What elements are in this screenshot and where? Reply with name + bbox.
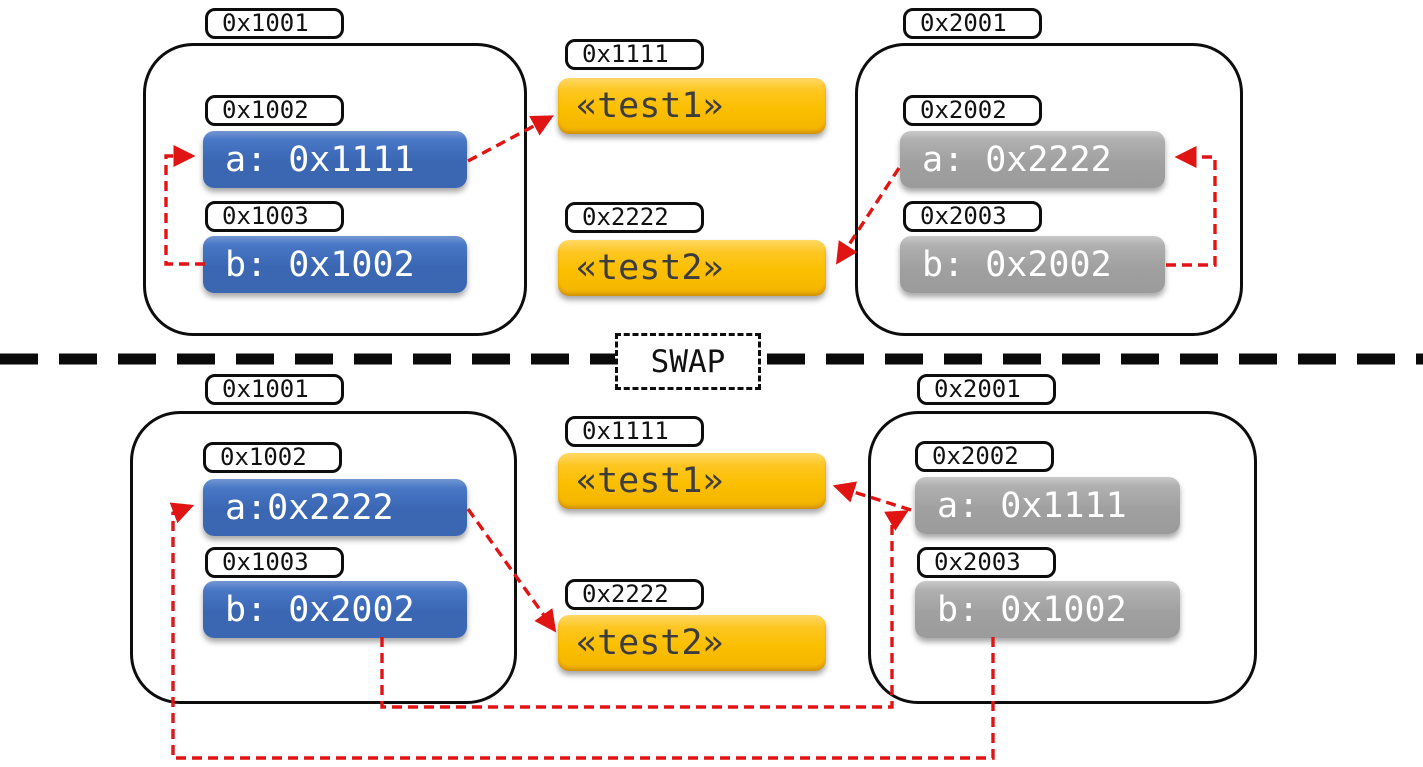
address-tab-slot-a-left-before: 0x1002 [205,95,344,126]
slot-a-right-after: a: 0x1111 [915,477,1180,534]
address-tab-slot-b-right-before: 0x2003 [903,201,1042,232]
address-tab-right-object-before: 0x2001 [903,8,1042,39]
address-tab-left-object-after: 0x1001 [205,374,344,405]
address-tab-slot-a-left-after: 0x1002 [203,442,342,473]
address-tab-string1-before: 0x1111 [565,39,704,70]
slot-b-right-after: b: 0x1002 [915,581,1180,638]
address-tab-slot-b-right-after: 0x2003 [917,547,1056,578]
address-tab-right-object-after: 0x2001 [917,374,1056,405]
address-tab-slot-b-left-before: 0x1003 [205,201,344,232]
slot-a-left-after: a:0x2222 [203,479,467,536]
address-tab-slot-a-right-before: 0x2002 [903,95,1042,126]
string-box-test1-after: «test1» [558,453,826,509]
slot-a-left-before: a: 0x1111 [203,131,467,188]
slot-b-right-before: b: 0x2002 [900,236,1165,293]
slot-a-right-before: a: 0x2222 [900,131,1165,188]
address-tab-slot-a-right-after: 0x2002 [915,441,1054,472]
swap-label-box: SWAP [615,333,761,390]
swap-label: SWAP [650,343,726,380]
address-tab-string2-after: 0x2222 [565,579,704,610]
string-box-test2-before: «test2» [558,240,826,296]
string-box-test1-before: «test1» [558,78,826,134]
address-tab-string2-before: 0x2222 [565,202,704,233]
address-tab-left-object-before: 0x1001 [205,8,344,39]
slot-b-left-before: b: 0x1002 [203,236,467,293]
string-box-test2-after: «test2» [558,615,826,671]
address-tab-string1-after: 0x1111 [565,416,704,447]
slot-b-left-after: b: 0x2002 [203,581,467,638]
address-tab-slot-b-left-after: 0x1003 [205,547,344,578]
